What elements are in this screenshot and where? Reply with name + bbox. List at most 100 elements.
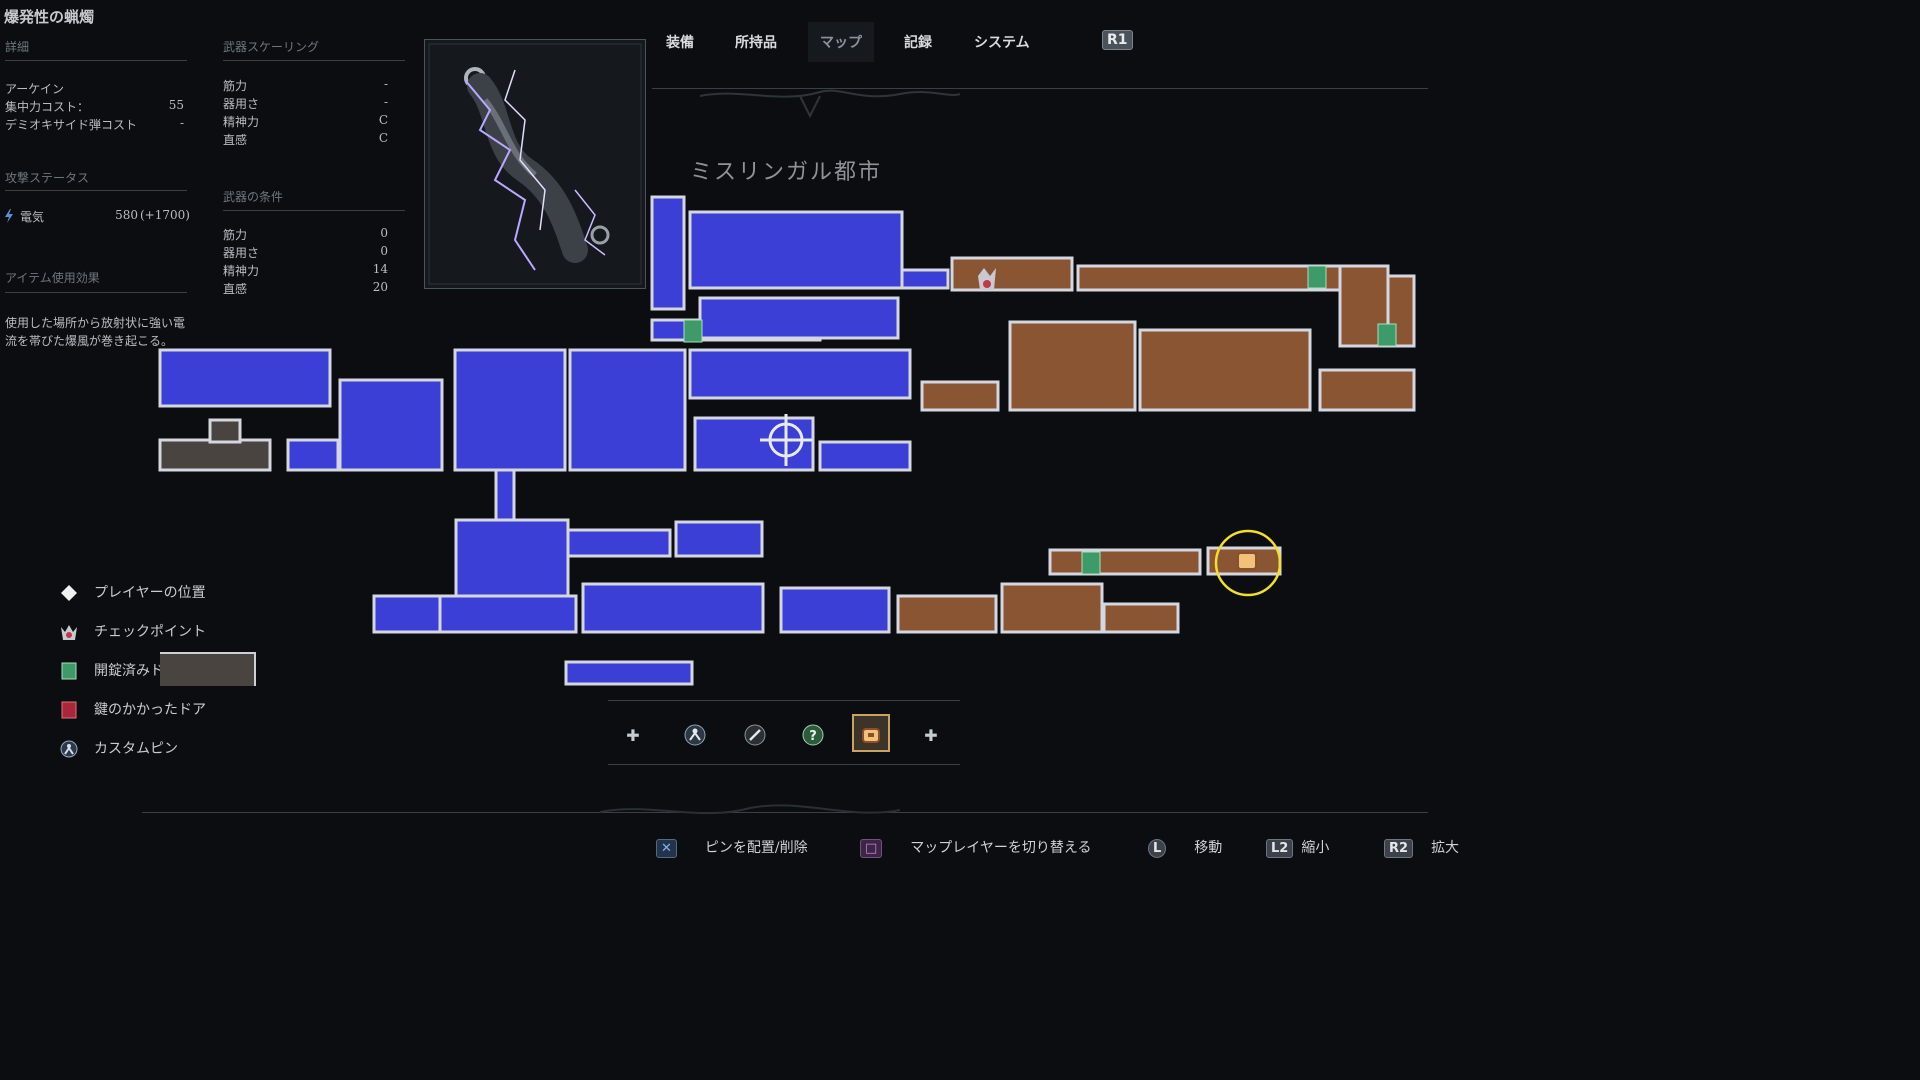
map-room (674, 520, 764, 558)
scaling-label-1: 器用さ (223, 97, 260, 111)
footer-ornament-line (142, 812, 1428, 813)
map-room (581, 582, 765, 634)
effect-rule (5, 292, 187, 293)
legend-player-position: プレイヤーの位置 (60, 582, 206, 602)
toolbar-top-line (608, 700, 960, 701)
toolbar-bottom-line (608, 764, 960, 765)
legend-label: 開錠済みドア (94, 663, 178, 679)
footer-place-pin[interactable]: ✕ ピンを配置/削除 (656, 837, 808, 858)
chest-pin-icon[interactable] (856, 720, 886, 750)
tabs-ornament-flourish (699, 84, 961, 124)
chest-pin-marker (1214, 529, 1282, 597)
map-room (688, 348, 912, 400)
cross-right-icon[interactable]: ✚ (924, 725, 938, 745)
tab-map-highlight (808, 22, 874, 62)
scaling-label-2: 精神力 (223, 115, 260, 129)
map-room (818, 440, 912, 472)
unlocked-door-icon (1081, 551, 1101, 575)
map-room (454, 518, 570, 600)
map-room (1048, 548, 1202, 576)
scaling-header: 武器スケーリング (223, 40, 320, 54)
legend-door-room-sample (160, 652, 256, 686)
element-bonus: (+1700) (140, 208, 190, 222)
map-room (1318, 368, 1416, 412)
unlocked-door-icon (683, 319, 703, 343)
focus-cost-value: 55 (168, 98, 184, 112)
requirements-header: 武器の条件 (223, 190, 284, 204)
map-room (688, 210, 904, 290)
map-room (566, 528, 672, 558)
custom-pin-icon (60, 740, 78, 758)
footer-switch-layer[interactable]: □ マップレイヤーを切り替える (860, 837, 1091, 858)
details-header: 詳細 (5, 40, 30, 54)
map-room (1102, 602, 1180, 634)
req-value-1: 0 (380, 244, 388, 258)
ammo-cost-value: - (179, 116, 184, 130)
item-title: 爆発性の蝋燭 (4, 8, 95, 26)
map-room (1008, 320, 1137, 412)
req-label-2: 精神力 (223, 264, 260, 278)
locked-door-icon (60, 701, 78, 719)
sword-pin-icon[interactable] (740, 720, 770, 750)
unlocked-door-icon (1307, 265, 1327, 289)
details-rule (5, 60, 187, 61)
cross-button-icon: ✕ (656, 839, 677, 858)
req-value-0: 0 (380, 226, 388, 240)
scaling-value-2: C (378, 113, 388, 127)
footer-label: ピンを配置/削除 (704, 840, 808, 856)
l2-button-icon: L2 (1266, 839, 1294, 858)
map-room (779, 586, 891, 634)
effect-header: アイテム使用効果 (5, 271, 100, 285)
cross-left-icon[interactable]: ✚ (626, 725, 640, 745)
left-stick-icon: L (1148, 839, 1167, 858)
map-room (1000, 582, 1104, 634)
checkpoint-icon (978, 268, 996, 290)
tab-inventory[interactable]: 所持品 (735, 35, 777, 51)
map-room (564, 660, 694, 686)
square-button-icon: □ (860, 839, 883, 858)
scaling-value-0: - (383, 77, 388, 91)
map-room (438, 594, 578, 634)
req-value-2: 14 (372, 262, 388, 276)
map-room (1138, 328, 1312, 412)
map-room (698, 296, 900, 340)
map-room (896, 594, 998, 634)
tab-map[interactable]: マップ (820, 35, 862, 51)
requirements-rule (223, 210, 405, 211)
r2-button-icon: R2 (1384, 839, 1414, 858)
figure-pin-icon[interactable] (680, 720, 710, 750)
footer-ornament-flourish (599, 798, 901, 828)
footer-label: マップレイヤーを切り替える (910, 840, 1092, 856)
tab-records[interactable]: 記録 (904, 35, 932, 51)
req-value-3: 20 (372, 280, 388, 294)
player-position-marker (760, 414, 812, 466)
map-room (950, 256, 1074, 292)
tab-equipment[interactable]: 装備 (666, 35, 694, 51)
legend-unlocked-door: 開錠済みドア (60, 660, 178, 680)
unlocked-door-icon (1377, 323, 1397, 347)
element-label: 電気 (20, 210, 45, 224)
question-pin-icon[interactable]: ? (798, 720, 828, 750)
tab-system[interactable]: システム (974, 35, 1030, 51)
item-portrait (424, 39, 646, 289)
map-room (1076, 264, 1390, 292)
map-room (338, 378, 444, 472)
element-value: 580 (115, 208, 138, 222)
scaling-value-3: C (378, 131, 388, 145)
scaling-label-0: 筋力 (223, 79, 248, 93)
req-label-1: 器用さ (223, 246, 260, 260)
req-label-3: 直感 (223, 282, 248, 296)
map-canvas[interactable] (0, 0, 1568, 882)
map-room (900, 268, 950, 290)
legend-label: カスタムピン (94, 741, 178, 757)
map-room (158, 438, 272, 472)
r1-button[interactable]: R1 (1102, 30, 1133, 50)
map-room (568, 348, 687, 472)
map-room (372, 594, 442, 634)
map-area-name: ミスリンガル都市 (690, 160, 883, 185)
ammo-cost-label: デミオキサイド弾コスト (5, 118, 138, 132)
lightning-icon (3, 208, 15, 223)
